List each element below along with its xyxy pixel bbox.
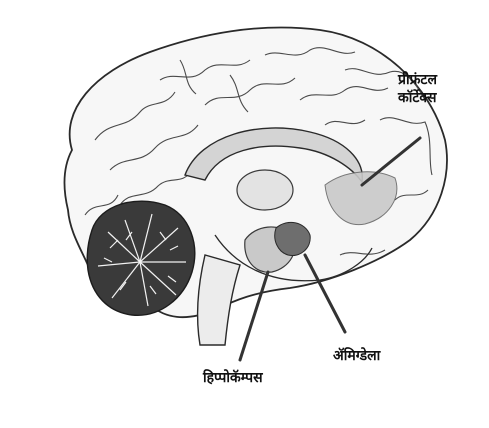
brainstem — [196, 254, 241, 346]
label-prefrontal-line2: कॉर्टेक्स — [398, 89, 437, 106]
amygdala-region — [274, 221, 311, 257]
cortex-folds — [84, 47, 433, 256]
label-prefrontal-line1: प्रीफ्रंटल — [398, 72, 437, 88]
pointer-lines — [238, 136, 422, 362]
cerebellum — [86, 200, 196, 316]
label-amygdala: ॲमिग्डेला — [333, 348, 381, 364]
pointer-amygdala — [303, 253, 347, 334]
temporal-lobe-curve — [214, 234, 373, 282]
pointer-prefrontal — [360, 136, 422, 187]
label-prefrontal-cortex: प्रीफ्रंटल कॉर्टेक्स — [398, 72, 437, 107]
pointer-hippocampus — [238, 270, 270, 362]
prefrontal-region — [324, 171, 398, 226]
thalamus — [236, 169, 294, 211]
label-hippocampus: हिप्पोकॅम्पस — [203, 370, 263, 386]
